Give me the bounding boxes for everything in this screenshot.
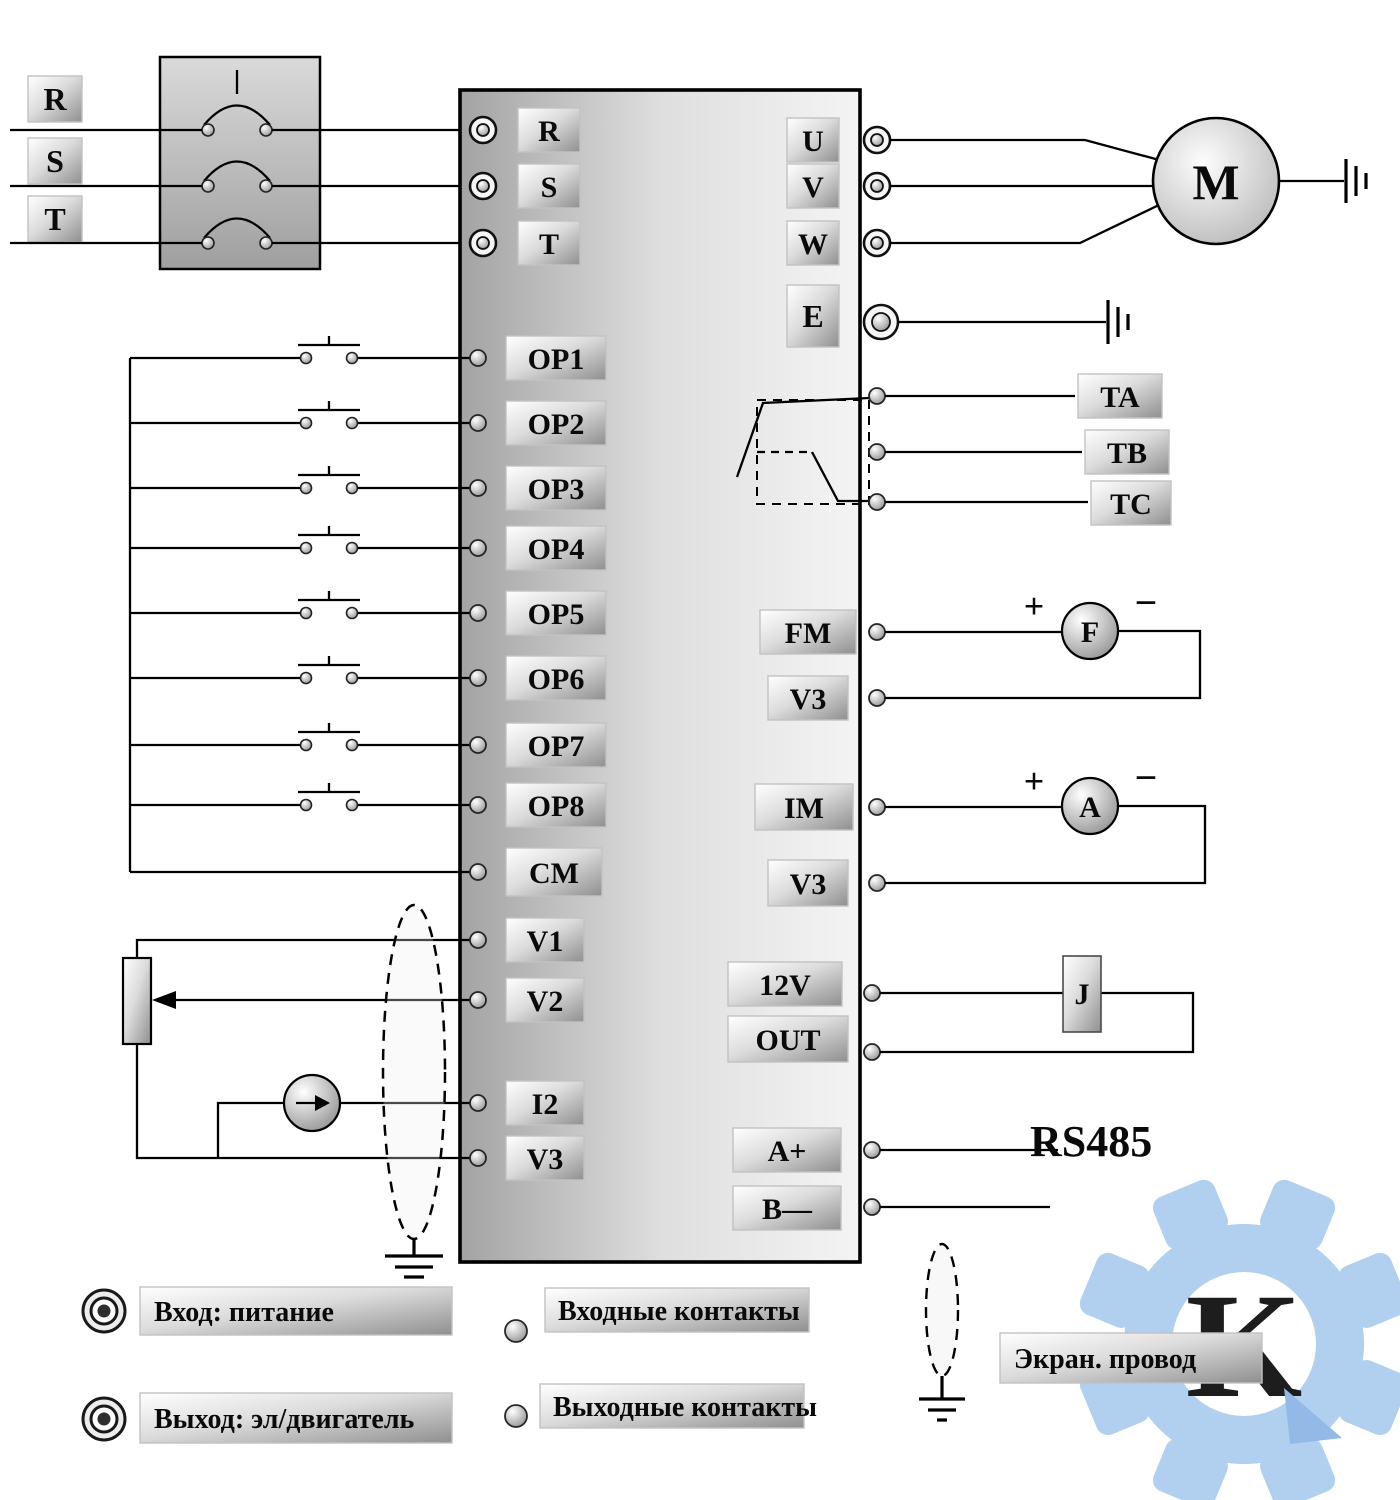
out-label: OUT <box>755 1024 820 1057</box>
legend-input-power-label: Вход: питание <box>154 1297 334 1328</box>
inverter-t-label: T <box>539 228 559 261</box>
shield-ground-icon <box>385 1239 443 1279</box>
fm-plus-sign: + <box>1024 586 1045 626</box>
legend-ground-icon <box>919 1376 965 1422</box>
e-label: E <box>802 298 823 334</box>
i2-label: I2 <box>532 1088 559 1121</box>
legend-input-power: Вход: питание <box>81 1286 453 1336</box>
tb-label: TB <box>1107 437 1147 470</box>
op5-label: OP5 <box>528 598 585 631</box>
ta-label: TA <box>1100 381 1140 414</box>
v-label: V <box>802 171 824 204</box>
legend-output-contacts-label: Выходные контакты <box>553 1392 817 1423</box>
earth-ground-icon <box>1106 300 1130 344</box>
legend: Вход: питание Выход: эл/двигатель Входны… <box>81 1242 1263 1444</box>
tc-label: TC <box>1110 488 1152 521</box>
ammeter-letter: A <box>1079 791 1101 824</box>
current-meter-output: IM V3 A + − <box>754 755 1207 907</box>
fm-label: FM <box>785 617 832 650</box>
digital-input-op1: OP1 <box>130 335 607 381</box>
contactor-pole-3 <box>201 217 273 250</box>
fm-minus-sign: − <box>1135 580 1158 625</box>
op7-label: OP7 <box>528 730 585 763</box>
contactor <box>158 55 322 271</box>
relay-j-label: J <box>1075 978 1090 1011</box>
op1-label: OP1 <box>528 343 585 376</box>
source-s-label: S <box>46 143 64 179</box>
v2-label: V2 <box>527 985 564 1018</box>
inverter-r-label: R <box>538 115 560 148</box>
legend-shield-wire: Экран. провод <box>919 1242 1263 1422</box>
output-contact-icon <box>504 1404 528 1428</box>
inverter-s-label: S <box>541 171 558 204</box>
op8-label: OP8 <box>528 790 585 823</box>
potentiometer <box>121 956 153 1046</box>
source-wires <box>10 128 470 245</box>
op2-label: OP2 <box>528 408 585 441</box>
inverter-input-terminals: R S T <box>468 107 581 266</box>
op6-label: OP6 <box>528 663 585 696</box>
v3-label: V3 <box>527 1143 564 1176</box>
legend-output-motor-label: Выход: эл/двигатель <box>154 1404 415 1435</box>
im-minus-sign: − <box>1135 755 1158 800</box>
im-ref-label: V3 <box>790 868 827 901</box>
common-terminal-cm: CM <box>130 847 603 897</box>
source-s-box <box>27 137 83 185</box>
legend-output-contacts: Выходные контакты <box>504 1383 817 1429</box>
u-label: U <box>802 125 824 158</box>
digital-input-op2: OP2 <box>130 400 607 446</box>
im-label: IM <box>784 792 824 825</box>
source-t-box <box>27 195 83 243</box>
frequency-meter-icon <box>1060 601 1120 661</box>
relay-arm <box>735 396 870 478</box>
legend-input-contacts-label: Входные контакты <box>558 1296 800 1327</box>
potentiometer-wiper-arrow <box>152 991 176 1009</box>
digital-input-op4: OP4 <box>130 525 607 571</box>
legend-input-contacts: Входные контакты <box>504 1287 810 1343</box>
op4-label: OP4 <box>528 533 585 566</box>
digital-input-op6: OP6 <box>130 655 607 701</box>
shield-wire-icon <box>924 1242 960 1378</box>
logo-arrow-icon <box>1284 1388 1342 1444</box>
v1-label: V1 <box>527 925 564 958</box>
legend-output-motor: Выход: эл/двигатель <box>81 1392 453 1444</box>
op3-label: OP3 <box>528 473 585 506</box>
rs485-label: RS485 <box>1030 1117 1152 1166</box>
relay-arm-2 <box>810 451 869 503</box>
source-r-box <box>27 75 83 123</box>
frequency-meter-output: FM V3 F + − <box>759 580 1202 721</box>
motor-ground-icon <box>1344 159 1368 203</box>
source-r-label: R <box>43 81 67 117</box>
b-minus-label: B— <box>762 1193 813 1226</box>
12v-label: 12V <box>759 969 811 1002</box>
digital-input-op7: OP7 <box>130 722 607 768</box>
shield-ellipse <box>381 903 447 1241</box>
relay-output: TA TB TC <box>735 373 1172 526</box>
rs485-port: A+ B— RS485 <box>732 1117 1152 1231</box>
analog-inputs: V1 V2 I2 V3 <box>121 903 585 1279</box>
earth-terminal: E <box>786 284 1130 348</box>
motor-label: M <box>1192 154 1239 210</box>
w-label: W <box>798 228 828 261</box>
digital-input-op3: OP3 <box>130 465 607 511</box>
digital-input-op5: OP5 <box>130 590 607 636</box>
ammeter-icon <box>1060 776 1120 836</box>
relay-j-box <box>1062 955 1102 1033</box>
source-phase-labels: R S T <box>27 75 83 243</box>
current-source-arrow <box>315 1095 330 1111</box>
fm-ref-label: V3 <box>790 683 827 716</box>
im-plus-sign: + <box>1024 761 1045 801</box>
input-contact-icon <box>504 1319 528 1343</box>
frequency-meter-letter: F <box>1081 616 1099 649</box>
cm-label: CM <box>529 857 579 890</box>
motor-output: U V W M <box>786 116 1368 266</box>
source-t-label: T <box>44 201 65 237</box>
a-plus-label: A+ <box>768 1135 807 1168</box>
digital-input-op8: OP8 <box>130 782 607 828</box>
open-collector-output: 12V OUT J <box>727 955 1195 1063</box>
legend-shield-wire-label: Экран. провод <box>1014 1344 1196 1375</box>
